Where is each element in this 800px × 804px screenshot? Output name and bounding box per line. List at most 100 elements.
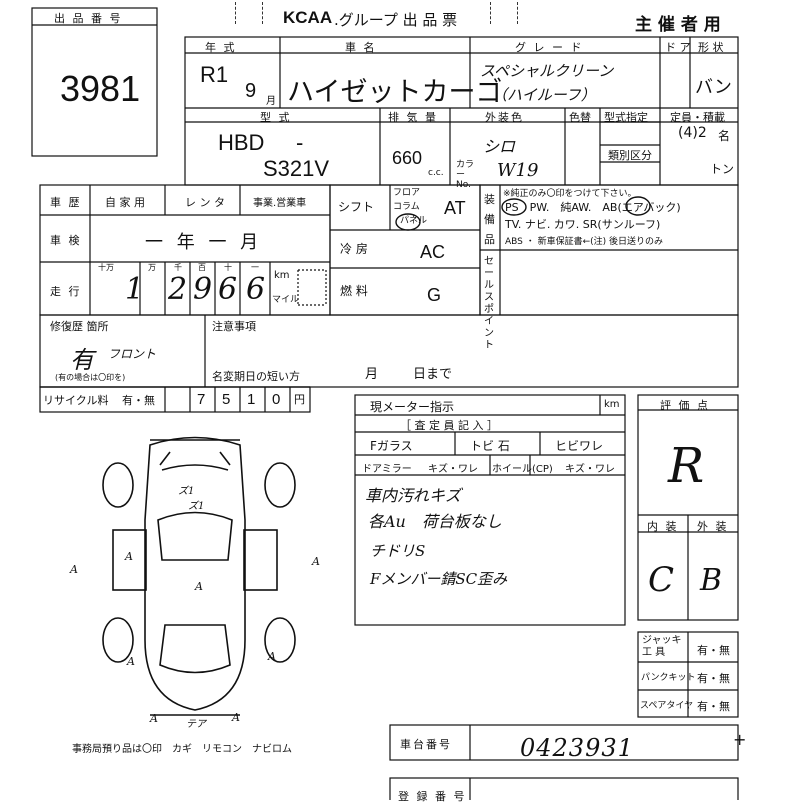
fuel-label: 燃 料	[340, 284, 368, 298]
mileage-digit: 6	[246, 272, 266, 307]
month-unit: 月	[266, 96, 276, 107]
color-change-label: 色替	[569, 111, 591, 124]
glass-option: トビ 石	[470, 439, 510, 453]
digit-label-100: 百	[198, 263, 206, 272]
recycle-digit: 7	[197, 391, 206, 408]
ac-label: 冷 房	[340, 242, 368, 256]
notes-label: 注意事項	[212, 320, 256, 333]
repair-part: フロント	[108, 347, 157, 361]
kcaa-logo: KCAA	[283, 8, 333, 27]
damage-mark: A	[232, 711, 240, 724]
shift-floor: フロア	[393, 188, 421, 198]
mileage-digit: 9	[193, 272, 213, 307]
digit-label-1k: 千	[174, 263, 182, 272]
chassis-label: 車台番号	[400, 738, 452, 751]
recycle-digit: 0	[272, 391, 281, 408]
inspection-note: 各Au 荷台板なし	[368, 512, 502, 531]
type-prefix: HBD	[218, 130, 265, 155]
history-label: 車 歴	[50, 196, 82, 209]
color-value: シロ	[483, 137, 516, 156]
grade-line-2: （ハイルーフ）	[492, 86, 596, 104]
chassis-value: 0423931	[520, 734, 634, 762]
rental-label: レ ン タ	[185, 196, 225, 209]
wheel-label: ホイール(CP)	[492, 464, 553, 475]
vehicle-name: ハイゼットカーゴ	[287, 77, 503, 108]
grade-line-1: スペシャルクリーン	[480, 62, 614, 80]
body-label: 形 状	[698, 41, 724, 54]
doors-label: ド ア	[665, 41, 691, 54]
mileage-digit: 6	[218, 272, 238, 307]
grade-label: グ レ ー ド	[515, 41, 584, 54]
name-change-label: 名変期日の短い方	[212, 370, 300, 383]
color-label: 外装色	[485, 111, 524, 124]
equip-label: 装備品	[484, 193, 495, 246]
shift-value: AT	[444, 198, 466, 218]
recycle-digit: 5	[222, 391, 231, 408]
jack-label: ジャッキ 工 具	[642, 635, 682, 658]
shift-column: コラム	[393, 202, 420, 212]
equip-header: ※純正のみ〇印をつけて下さい。	[503, 189, 637, 199]
meter-label: 現メーター指示	[370, 400, 455, 414]
shift-label: シフト	[338, 200, 375, 214]
recycle-option: 有・無	[122, 394, 155, 407]
digit-label-10k: 万	[148, 263, 156, 272]
color-no-value: W19	[497, 160, 539, 181]
category-label: 類別区分	[608, 149, 652, 162]
interior-label: 内 装	[647, 520, 679, 533]
inspection-label: 車 検	[50, 234, 82, 247]
capacity-unit: 名	[718, 129, 731, 143]
sales-point-label: セールスポイント	[484, 256, 494, 351]
inspector-label: ［ 査 定 員 記 入 ］	[400, 419, 498, 432]
chassis-end-mark: +	[733, 730, 747, 749]
model-spec-label: 型式指定	[604, 111, 648, 124]
form-title: .グループ 出 品 票	[334, 11, 458, 29]
mileage-digit: 2	[168, 272, 188, 307]
eval-label: 評 価 点	[660, 399, 710, 412]
color-no-label: カラー No.	[456, 160, 475, 190]
inspection-note: チドリS	[370, 542, 426, 560]
ton-unit: トン	[710, 162, 735, 176]
repair-value: 有	[70, 346, 94, 374]
equip-line-2: TV. ナビ. カワ. SR(サンルーフ)	[505, 218, 661, 231]
damage-mark: テア	[186, 719, 206, 730]
header-mark-right	[490, 2, 518, 24]
wheel-option: キズ・ワレ	[565, 464, 615, 475]
meter-unit: km	[604, 399, 620, 410]
recycle-digit: 1	[247, 391, 256, 408]
damage-mark: A	[125, 550, 133, 563]
damage-mark: A	[312, 555, 320, 568]
yen-label: 円	[294, 393, 305, 406]
exterior-value: B	[700, 563, 723, 598]
type-dash: -	[296, 130, 304, 155]
mileage-digit: 1	[125, 272, 145, 307]
month-label: 月	[365, 367, 379, 382]
reg-label: 登 録 番 号	[398, 790, 467, 803]
mileage-label: 走 行	[50, 285, 82, 298]
repair-note: (有の場合は〇印を)	[55, 373, 126, 382]
eval-value: R	[668, 438, 705, 494]
mirror-option: キズ・ワレ	[428, 464, 478, 475]
type-model: S321V	[263, 156, 330, 181]
crack-label: ヒビワレ	[555, 439, 604, 453]
private-use-label: 自 家 用	[105, 196, 145, 209]
damage-mark: A	[70, 563, 78, 576]
type-label: 型 式	[260, 111, 292, 124]
glass-label: Fガラス	[370, 439, 413, 453]
equip-line-3: ABS ・ 新車保証書←(注) 後日送りのみ	[505, 237, 664, 247]
jack-option: 有・無	[697, 644, 730, 657]
inspection-note: 車内汚れキズ	[365, 486, 462, 505]
organizer-label: 主 催 者 用	[635, 15, 721, 35]
capacity-label: 定員・積載	[670, 111, 725, 124]
car-diagram	[102, 436, 296, 716]
digit-label-10: 十	[224, 263, 232, 272]
mile-label: マイル	[272, 295, 300, 305]
repair-label: 修復歴 箇所	[50, 320, 109, 333]
exterior-label: 外 装	[697, 520, 729, 533]
interior-value: C	[648, 560, 675, 600]
lot-label: 出 品 番 号	[54, 12, 123, 25]
damage-mark: A	[127, 655, 135, 668]
make-label: 車 名	[345, 41, 377, 54]
business-label: 事業.営業車	[253, 198, 307, 209]
damage-mark: ズ1	[178, 486, 195, 497]
